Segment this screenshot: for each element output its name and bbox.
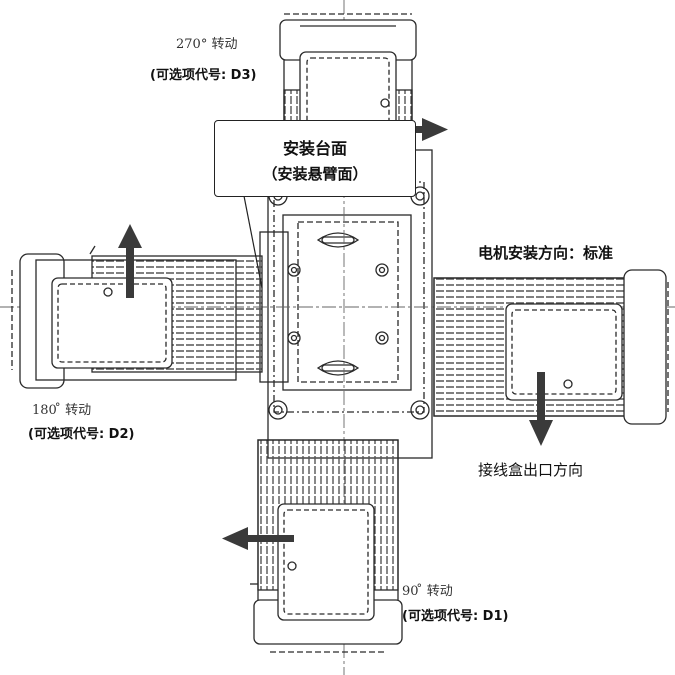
corner-bolts: [268, 186, 430, 420]
d2-option-label: (可选项代号: D2): [28, 427, 135, 442]
motor-left-180: [11, 245, 263, 389]
d1-option-label: (可选项代号: D1): [402, 609, 509, 624]
inner-bolts: [287, 263, 389, 345]
standard-orientation-label: 电机安装方向：标准: [478, 244, 614, 262]
terminal-box-direction-label: 接线盒出口方向: [478, 461, 584, 479]
arrow-left-icon: [222, 527, 294, 550]
arrow-up-icon: [118, 224, 142, 298]
arrow-down-icon: [529, 372, 553, 446]
mount-surface-subtitle: （安装悬臂面）: [262, 165, 368, 183]
callout-leader: [243, 195, 263, 289]
d2-rotation-label: 180 ̊ 转动: [32, 403, 92, 418]
motor-right-standard: [433, 269, 669, 425]
motor-bottom-90: [250, 439, 403, 653]
d3-option-label: (可选项代号: D3): [150, 68, 257, 83]
mount-surface-callout: 安装台面 （安装悬臂面）: [214, 120, 416, 197]
d3-rotation-label: 270° 转动: [176, 37, 238, 52]
mount-surface-title: 安装台面: [282, 139, 347, 158]
d1-rotation-label: 90 ̊ 转动: [402, 584, 453, 599]
